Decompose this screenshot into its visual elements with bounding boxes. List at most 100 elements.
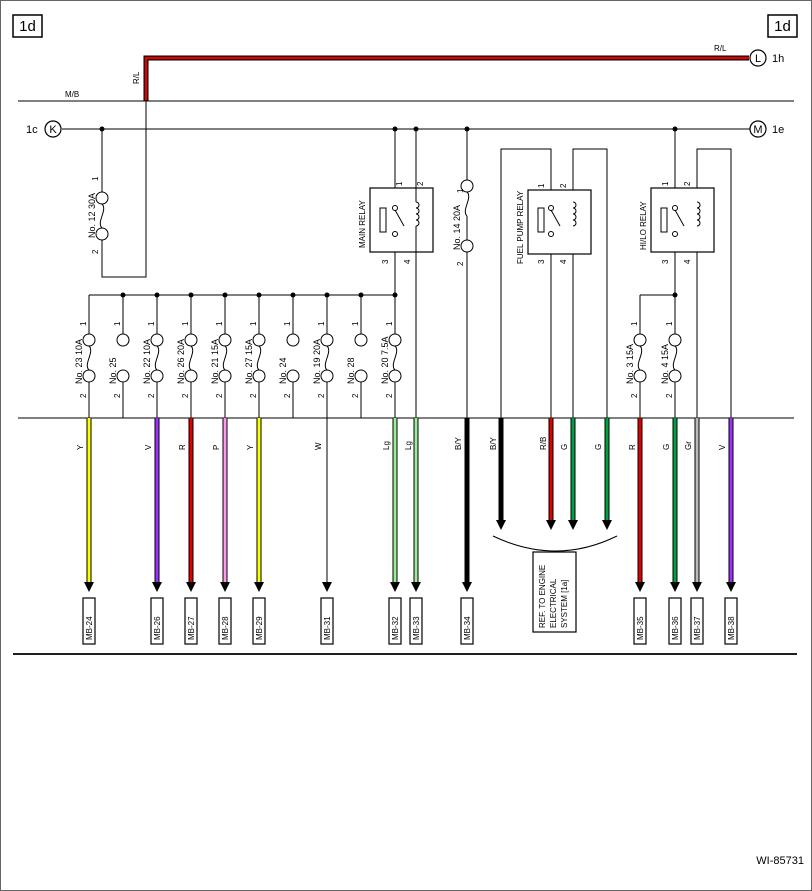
fuse-pin-label: 2 xyxy=(181,393,190,398)
relay-pin-label: 4 xyxy=(683,259,692,264)
wire-code: Gr xyxy=(684,441,693,450)
connector-box xyxy=(82,597,96,645)
fuse-pin-label: 1 xyxy=(630,321,639,326)
wire-arrow xyxy=(186,582,196,592)
fuse-terminal xyxy=(252,333,266,347)
wire-arrow xyxy=(84,582,94,592)
wire-arrow xyxy=(568,520,578,530)
relay-pin-label: 2 xyxy=(559,183,568,188)
wire: PMB-28 xyxy=(212,418,232,645)
wire-arrow xyxy=(602,520,612,530)
fuse-terminal xyxy=(82,333,96,347)
wire-code: Lg xyxy=(404,441,413,450)
mb-label: M/B xyxy=(65,90,79,99)
fuse-terminal xyxy=(218,333,232,347)
rl-label-top: R/L xyxy=(714,44,727,53)
connector-label: MB-33 xyxy=(412,616,421,640)
fuse-no14: No. 14 20A 1 2 xyxy=(452,129,474,418)
connector-box xyxy=(150,597,164,645)
reference-line-3: SYSTEM [1a] xyxy=(560,580,569,628)
fuse-label: No. 4 15A xyxy=(660,344,670,384)
connector-label: MB-28 xyxy=(221,616,230,640)
wire: VMB-26 xyxy=(144,418,164,645)
fuse-pin-label: 2 xyxy=(665,393,674,398)
lower-fuse: No. 22 10A 1 2 xyxy=(142,295,164,418)
main-relay: MAIN RELAY 1 2 3 4 xyxy=(358,129,434,418)
wire-arrow xyxy=(462,582,472,592)
fuse-label: No. 20 7.5A xyxy=(380,336,390,384)
fuse-pin-label: 2 xyxy=(283,393,292,398)
fuse-pin-label: 1 xyxy=(317,321,326,326)
connector-box xyxy=(218,597,232,645)
fuse-terminal xyxy=(320,333,334,347)
wire-arrow xyxy=(496,520,506,530)
wire-arrow xyxy=(726,582,736,592)
fuse-pin-label: 1 xyxy=(283,321,292,326)
connector-box xyxy=(724,597,738,645)
fuse-terminal xyxy=(184,333,198,347)
wire-code: V xyxy=(718,444,727,450)
wire-code: R xyxy=(178,444,187,450)
wire-arrow xyxy=(254,582,264,592)
connector-box xyxy=(690,597,704,645)
fuse-terminal xyxy=(82,369,96,383)
fuse-pin-label: 2 xyxy=(91,249,100,254)
fuse-label: No. 3 15A xyxy=(625,344,635,384)
fuse-pin-label: 2 xyxy=(215,393,224,398)
terminal-M-circle xyxy=(749,120,767,138)
fuel-pump-relay: FUEL PUMP RELAY 1 2 3 4 xyxy=(500,148,608,527)
fuse-terminal xyxy=(116,333,130,347)
fuse-element xyxy=(188,345,194,371)
wire: YMB-24 xyxy=(76,418,96,645)
fuse-pin-label: 1 xyxy=(147,321,156,326)
relay-pin-label: 4 xyxy=(403,259,412,264)
wire-arrow xyxy=(220,582,230,592)
fuse-pin-label: 1 xyxy=(79,321,88,326)
hi-lo-relay: HI/LO RELAY 1 2 3 4 xyxy=(639,129,732,418)
fuse-label: No. 22 10A xyxy=(142,339,152,384)
relay-name: FUEL PUMP RELAY xyxy=(516,190,525,264)
fuse-terminal xyxy=(150,333,164,347)
terminal-L-circle xyxy=(749,49,767,67)
fuse-no12: No. 12 30A 1 2 xyxy=(87,101,147,278)
wire-arrow xyxy=(152,582,162,592)
fuse-pin-label: 1 xyxy=(351,321,360,326)
connector-label: MB-24 xyxy=(85,616,94,640)
connector-box xyxy=(252,597,266,645)
fuse-element xyxy=(86,345,92,371)
fuse-element xyxy=(672,345,678,371)
fuse-element xyxy=(324,345,330,371)
wire-code: Y xyxy=(246,444,255,450)
fuse-element xyxy=(637,345,643,371)
fuse-label: No. 27 15A xyxy=(244,339,254,384)
wire-code: W xyxy=(314,442,323,450)
relay-pin-label: 2 xyxy=(416,181,425,186)
connector-label: MB-36 xyxy=(671,616,680,640)
connector-box xyxy=(460,597,474,645)
connector-box xyxy=(633,597,647,645)
wire: G xyxy=(560,418,578,530)
fuse-element xyxy=(154,345,160,371)
connector-label: MB-37 xyxy=(693,616,702,640)
wire-arrow xyxy=(670,582,680,592)
wire: VMB-38 xyxy=(718,418,738,645)
connector-box xyxy=(388,597,402,645)
fuse-pin-label: 2 xyxy=(147,393,156,398)
wire-arrow xyxy=(411,582,421,592)
connector-label: MB-34 xyxy=(463,616,472,640)
connector-box xyxy=(320,597,334,645)
fuse-label: No. 24 xyxy=(278,357,288,384)
wire: GMB-36 xyxy=(662,418,682,645)
fuse-pin-label: 2 xyxy=(385,393,394,398)
fuse-label: No. 26 20A xyxy=(176,339,186,384)
fuse-terminal xyxy=(633,369,647,383)
fuse-pin-label: 2 xyxy=(456,261,465,266)
wire: RMB-27 xyxy=(178,418,198,645)
connector-label: MB-35 xyxy=(636,616,645,640)
terminal-M: M xyxy=(753,124,762,136)
